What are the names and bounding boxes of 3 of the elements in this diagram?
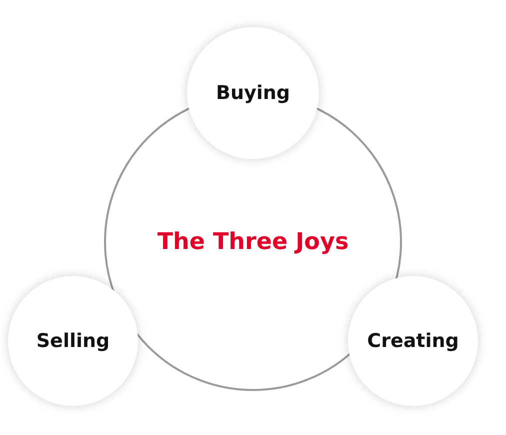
creating-circle: Creating: [348, 276, 478, 406]
buying-circle: Buying: [187, 27, 319, 159]
selling-circle: Selling: [8, 276, 138, 406]
